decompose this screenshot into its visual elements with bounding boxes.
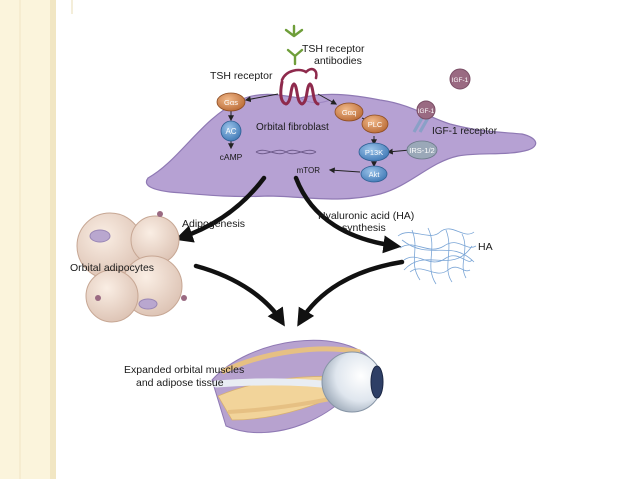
plc-label: PLC (368, 120, 383, 129)
orbital-adipocytes-cluster (76, 211, 187, 323)
gaq-node: Gαq (334, 102, 364, 122)
irs-label: IRS-1/2 (409, 146, 434, 155)
orbital-fibroblast-label: Orbital fibroblast (256, 122, 329, 133)
orbital-adipocytes-label: Orbital adipocytes (70, 262, 154, 274)
irs-node: IRS-1/2 (406, 140, 438, 160)
p13k-node: P13K (358, 142, 390, 162)
igf1-receptor-protein: IGF-1 (412, 100, 436, 133)
tsh-antibodies-label-line2: antibodies (314, 55, 362, 67)
ha-label: HA (478, 241, 493, 253)
pathway-arrows (174, 175, 405, 327)
akt-node: Akt (360, 165, 388, 183)
ha-synthesis-label-line1: Hyaluronic acid (HA) (318, 210, 414, 222)
gas-node: Gαs (216, 92, 246, 112)
igf1-bound-label: IGF-1 (418, 108, 435, 115)
p13k-label: P13K (365, 148, 383, 157)
plc-node: PLC (361, 114, 389, 134)
expanded-tissue-label-line1: Expanded orbital muscles (124, 364, 244, 376)
tsh-receptor-label: TSH receptor (210, 70, 273, 82)
tsh-receptor-antibody-icon (284, 24, 304, 66)
mtor-label: mTOR (297, 166, 321, 175)
ac-label: AC (225, 127, 236, 136)
akt-label: Akt (369, 170, 381, 179)
hyaluronic-acid-mesh (397, 227, 477, 285)
tsh-antibodies-label-line1: TSH receptor (302, 43, 365, 55)
camp-label: cAMP (220, 152, 243, 162)
orbital-fibroblast-cell (145, 93, 537, 200)
ha-synthesis-label-line2: synthesis (342, 222, 386, 234)
igf1-receptor-label: IGF-1 receptor (432, 126, 498, 137)
dna-strand-icon (255, 149, 317, 155)
igf1-free-label: IGF-1 (452, 77, 469, 84)
gaq-label: Gαq (342, 108, 356, 117)
igf1-free-molecule: IGF-1 (449, 68, 471, 90)
gas-label: Gαs (224, 98, 238, 107)
adipogenesis-label: Adipogenesis (182, 218, 245, 230)
expanded-tissue-label-line2: and adipose tissue (136, 377, 224, 389)
expanded-orbit-eye-illustration (211, 339, 384, 434)
ac-node: AC (220, 120, 242, 142)
tsh-receptor-protein (279, 67, 320, 106)
